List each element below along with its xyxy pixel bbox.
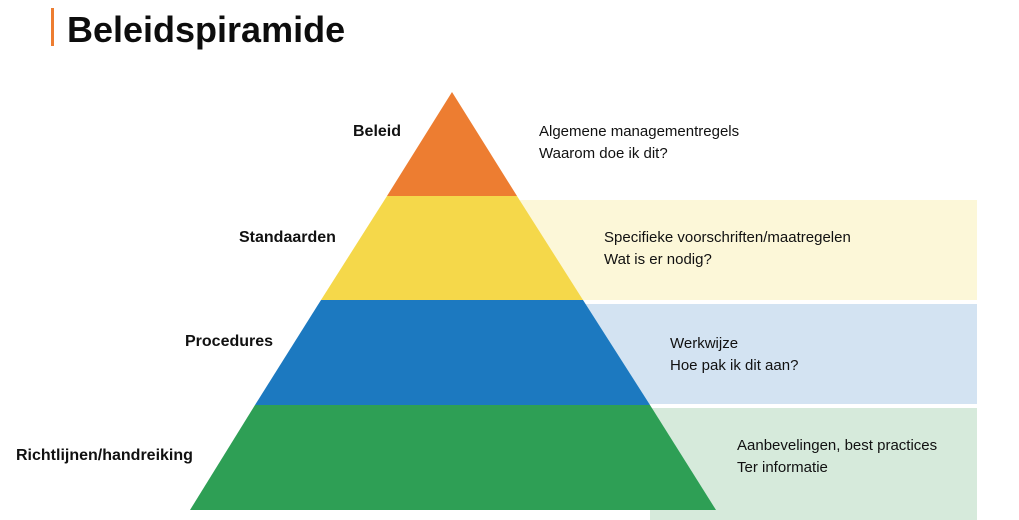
pyramid-level-standaarden bbox=[321, 196, 583, 300]
description-line: Ter informatie bbox=[737, 459, 828, 476]
band-standaarden bbox=[520, 200, 977, 300]
description-line: Aanbevelingen, best practices bbox=[737, 437, 938, 454]
level-label-standaarden: Standaarden bbox=[239, 229, 336, 246]
description-line: Wat is er nodig? bbox=[604, 251, 712, 268]
description-line: Waarom doe ik dit? bbox=[539, 145, 668, 162]
description-line: Hoe pak ik dit aan? bbox=[670, 357, 799, 374]
description-standaarden: Specifieke voorschriften/maatregelen Wat… bbox=[604, 227, 851, 271]
description-procedures: Werkwijze Hoe pak ik dit aan? bbox=[670, 333, 798, 377]
level-label-procedures: Procedures bbox=[185, 333, 274, 350]
band-procedures bbox=[585, 304, 977, 404]
page-title: Beleidspiramide bbox=[67, 9, 346, 50]
level-label-beleid: Beleid bbox=[353, 123, 402, 140]
pyramid-level-procedures bbox=[255, 300, 650, 405]
description-line: Werkwijze bbox=[670, 335, 739, 352]
description-beleid: Algemene managementregels Waarom doe ik … bbox=[539, 121, 739, 165]
level-label-richtlijnen: Richtlijnen/handreiking bbox=[16, 447, 193, 464]
title-accent-bar bbox=[51, 8, 54, 46]
description-richtlijnen: Aanbevelingen, best practices Ter inform… bbox=[737, 435, 937, 479]
description-line: Specifieke voorschriften/maatregelen bbox=[604, 229, 851, 246]
pyramid-level-richtlijnen bbox=[190, 405, 716, 510]
pyramid-level-beleid bbox=[387, 92, 517, 196]
description-line: Algemene managementregels bbox=[539, 123, 740, 140]
